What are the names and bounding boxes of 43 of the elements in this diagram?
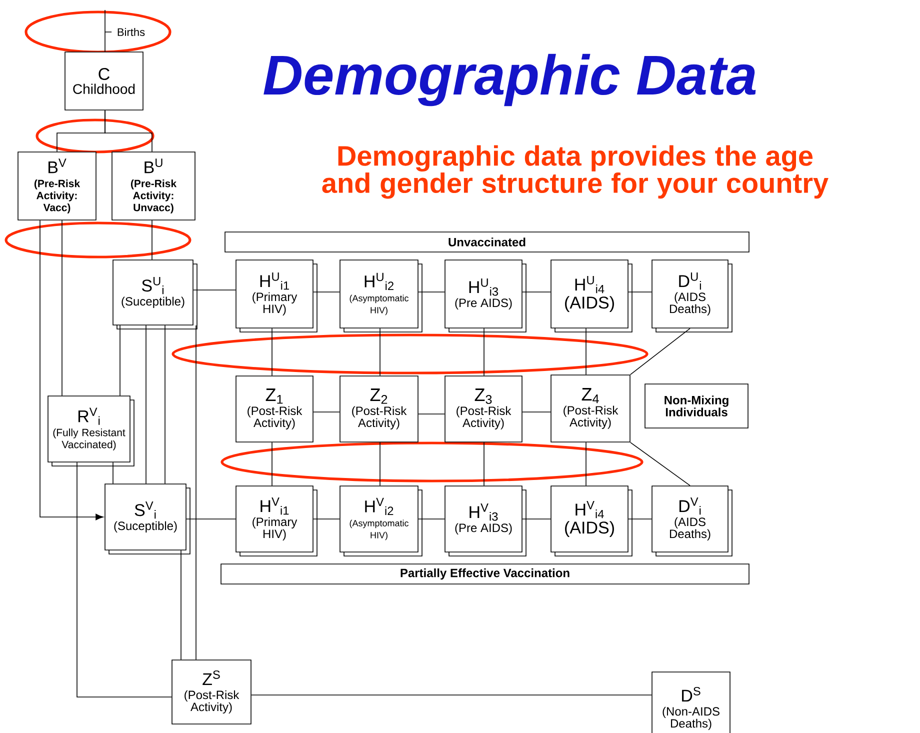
compartment-box: H$^{V}$i1 (Primary HIV): [236, 486, 318, 556]
connector: [313, 518, 340, 520]
compartment-box: D$^{V}$i (AIDS Deaths): [652, 486, 732, 556]
compartment-box: H$^{U}$i3 (Pre AIDS): [444, 260, 526, 332]
compartment-box: H$^{V}$i3 (Pre AIDS): [444, 486, 526, 556]
compartment-box: R$^{V}$i (Fully Resistant Vaccinated): [48, 396, 134, 466]
connector: [112, 462, 114, 484]
connector: [630, 442, 690, 486]
connector: [522, 518, 551, 520]
connector: [186, 518, 236, 520]
compartment-box: Z$_{4}$ (Post-Risk Activity): [550, 374, 630, 442]
compartment-box: S$^{V}$i (Suceptible): [104, 484, 190, 554]
compartment-box: C Childhood: [64, 52, 144, 110]
compartment-box: H$^{V}$i4 (AIDS): [550, 486, 632, 556]
title: Demographic Data: [264, 54, 756, 106]
connector: [418, 518, 445, 520]
compartment-box: H$^{V}$i2 (Asymptomatic HIV): [340, 486, 422, 556]
group-banner: Partially Effective Vaccination: [220, 564, 750, 584]
compartment-box: Z$^{S}$ (Post-Risk Activity): [172, 660, 252, 724]
subtitle: Demographic data provides the age and gender structure for your country: [322, 145, 828, 199]
compartment-box: D$^{S}$ (Non-AIDS Deaths): [652, 672, 730, 733]
compartment-box: D$^{U}$i (AIDS Deaths): [652, 260, 732, 332]
connector: [104, 110, 152, 152]
connector: [164, 325, 166, 484]
arrow: [40, 220, 104, 520]
connector: [628, 518, 652, 520]
connector: [251, 694, 652, 696]
compartment-box: H$^{U}$i1 (Primary HIV): [236, 260, 318, 332]
compartment-box: H$^{U}$i4 (AIDS): [550, 260, 632, 332]
note-box: Non-Mixing Individuals: [644, 384, 748, 428]
compartment-box: Z$_{2}$ (Post-Risk Activity): [340, 376, 418, 442]
connector: [630, 328, 690, 375]
connector: [104, 10, 112, 52]
connector: [76, 462, 172, 698]
group-banner: Unvaccinated: [224, 232, 750, 252]
compartment-box: Z$_{1}$ (Post-Risk Activity): [236, 376, 314, 442]
compartment-box: B$^{V}$ (Pre-Risk Activity: Vacc): [18, 152, 96, 220]
compartment-box: S$^{U}$i (Suceptible): [112, 260, 198, 330]
bare-text: Births: [118, 28, 145, 36]
compartment-box: Z$_{3}$ (Post-Risk Activity): [444, 376, 522, 442]
compartment-box: B$^{U}$ (Pre-Risk Activity: Unvacc): [112, 152, 196, 220]
connector: [180, 550, 182, 660]
compartment-box: H$^{U}$i2 (Asymptomatic HIV): [340, 260, 422, 332]
